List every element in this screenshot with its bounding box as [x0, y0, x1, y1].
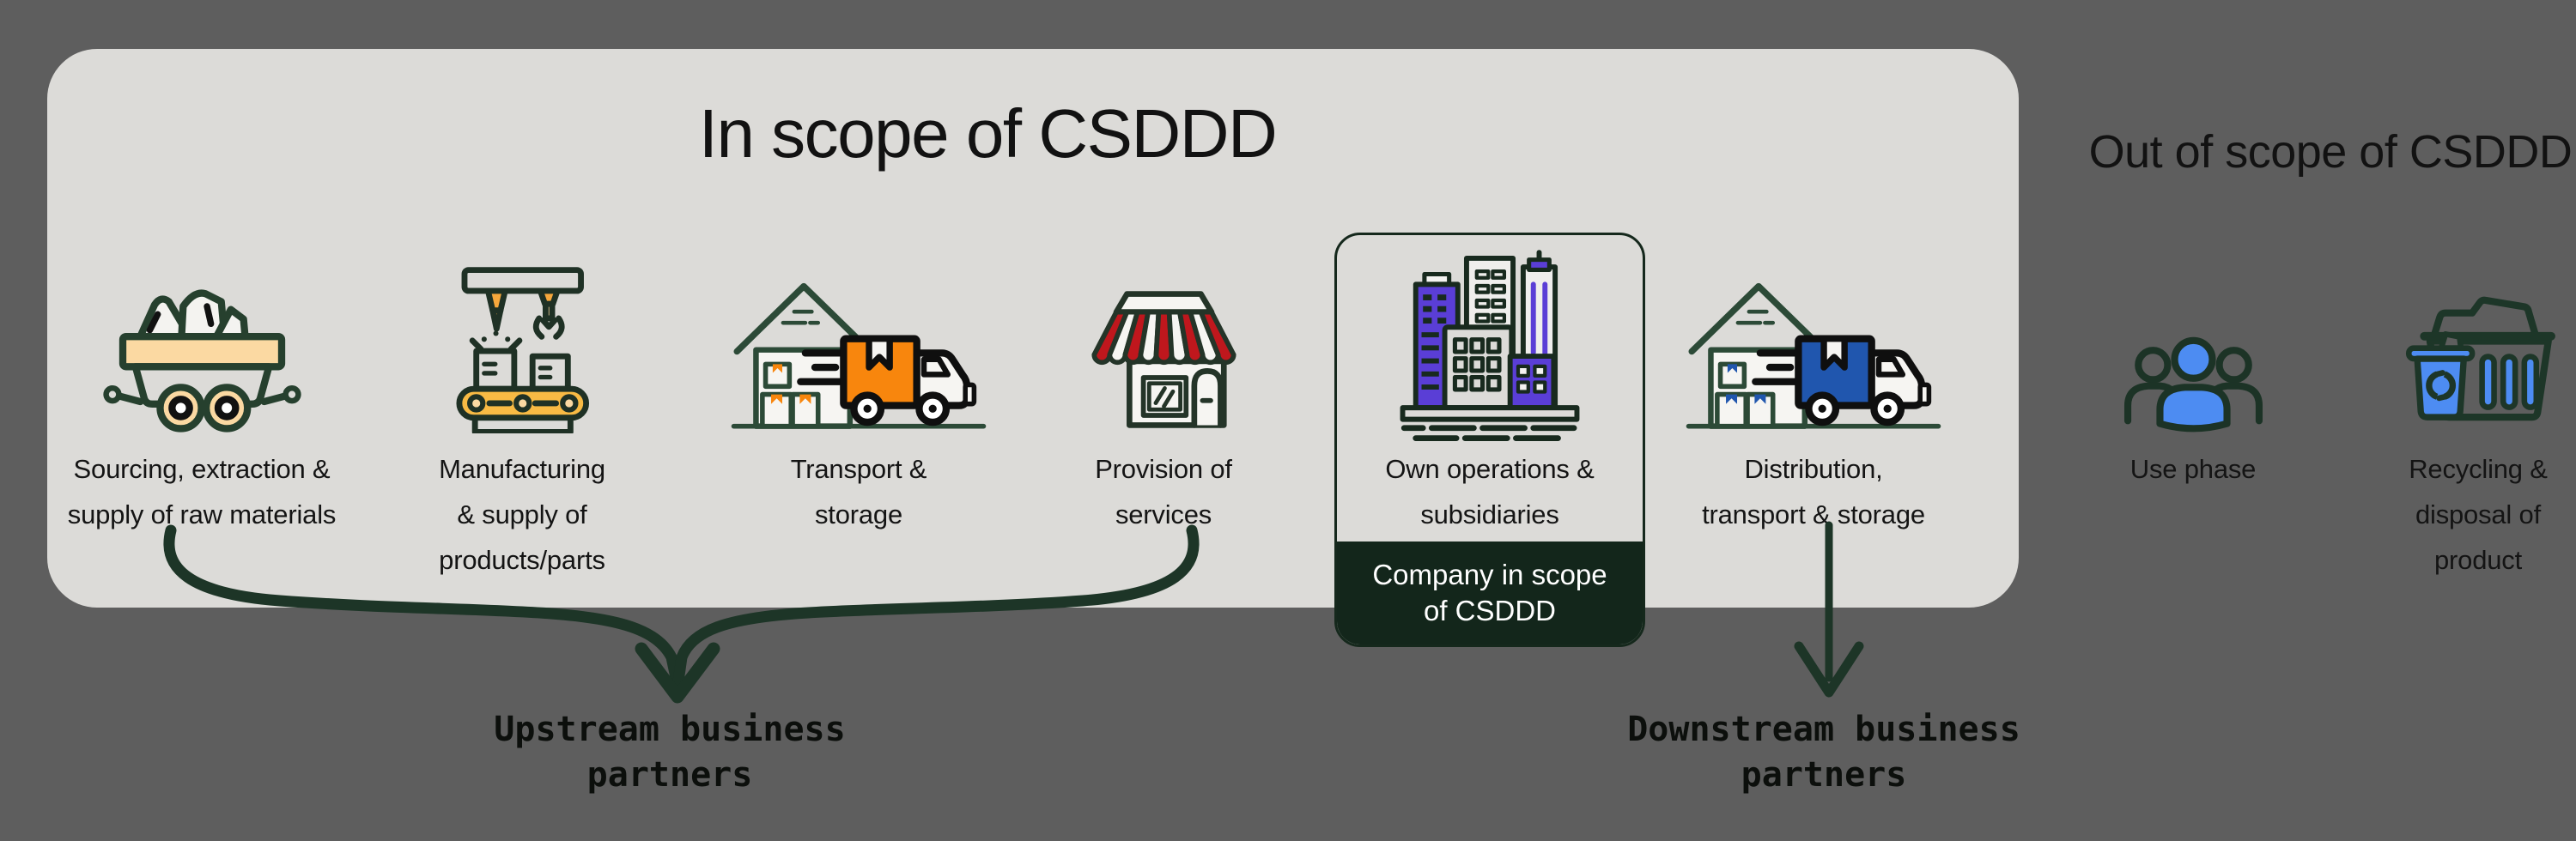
item-manufacturing: Manufacturing & supply of products/parts	[342, 267, 702, 583]
warehouse-orange-truck-icon	[731, 282, 987, 429]
city-buildings-icon	[1400, 250, 1580, 441]
item-label: Distribution, transport & storage	[1702, 454, 1925, 529]
item-provision-of-services: Provision of services	[983, 279, 1344, 537]
in-scope-panel	[47, 49, 2019, 608]
card-top: Own operations & subsidiaries	[1337, 235, 1643, 542]
recycling-basket-icon	[2405, 296, 2555, 421]
mining-cart-icon	[102, 289, 301, 433]
out-of-scope-title: Out of scope of CSDDD	[2088, 126, 2573, 178]
downstream-arrowhead	[1794, 641, 1864, 698]
downstream-partners-label: Downstream business partners	[1627, 710, 2020, 795]
factory-conveyor-icon	[456, 267, 590, 433]
in-scope-title: In scope of CSDDD	[698, 95, 1278, 172]
item-label: Manufacturing & supply of products/parts	[439, 454, 605, 575]
item-distribution: Distribution, transport & storage	[1633, 279, 1994, 537]
item-sourcing-raw-materials: Sourcing, extraction & supply of raw mat…	[21, 279, 382, 537]
upstream-arrowhead	[635, 642, 720, 704]
storefront-icon	[1091, 291, 1236, 428]
item-transport-storage: Transport & storage	[678, 279, 1039, 537]
people-icon	[2123, 336, 2263, 433]
company-in-scope-badge: Company in scope of CSDDD	[1337, 542, 1643, 644]
item-use-phase: Use phase	[2013, 279, 2373, 492]
item-label: Provision of services	[1095, 454, 1232, 529]
item-label: Recycling & disposal of product	[2409, 454, 2548, 575]
company-in-scope-card: Own operations & subsidiaries Company in…	[1334, 233, 1645, 647]
warehouse-blue-truck-icon	[1686, 282, 1941, 429]
item-label: Use phase	[2129, 454, 2257, 484]
item-label: Transport & storage	[790, 454, 927, 529]
item-recycling-disposal: Recycling & disposal of product	[2298, 279, 2576, 583]
item-label: Sourcing, extraction & supply of raw mat…	[67, 454, 337, 529]
upstream-partners-label: Upstream business partners	[494, 710, 846, 795]
item-label: Own operations & subsidiaries	[1385, 454, 1595, 529]
